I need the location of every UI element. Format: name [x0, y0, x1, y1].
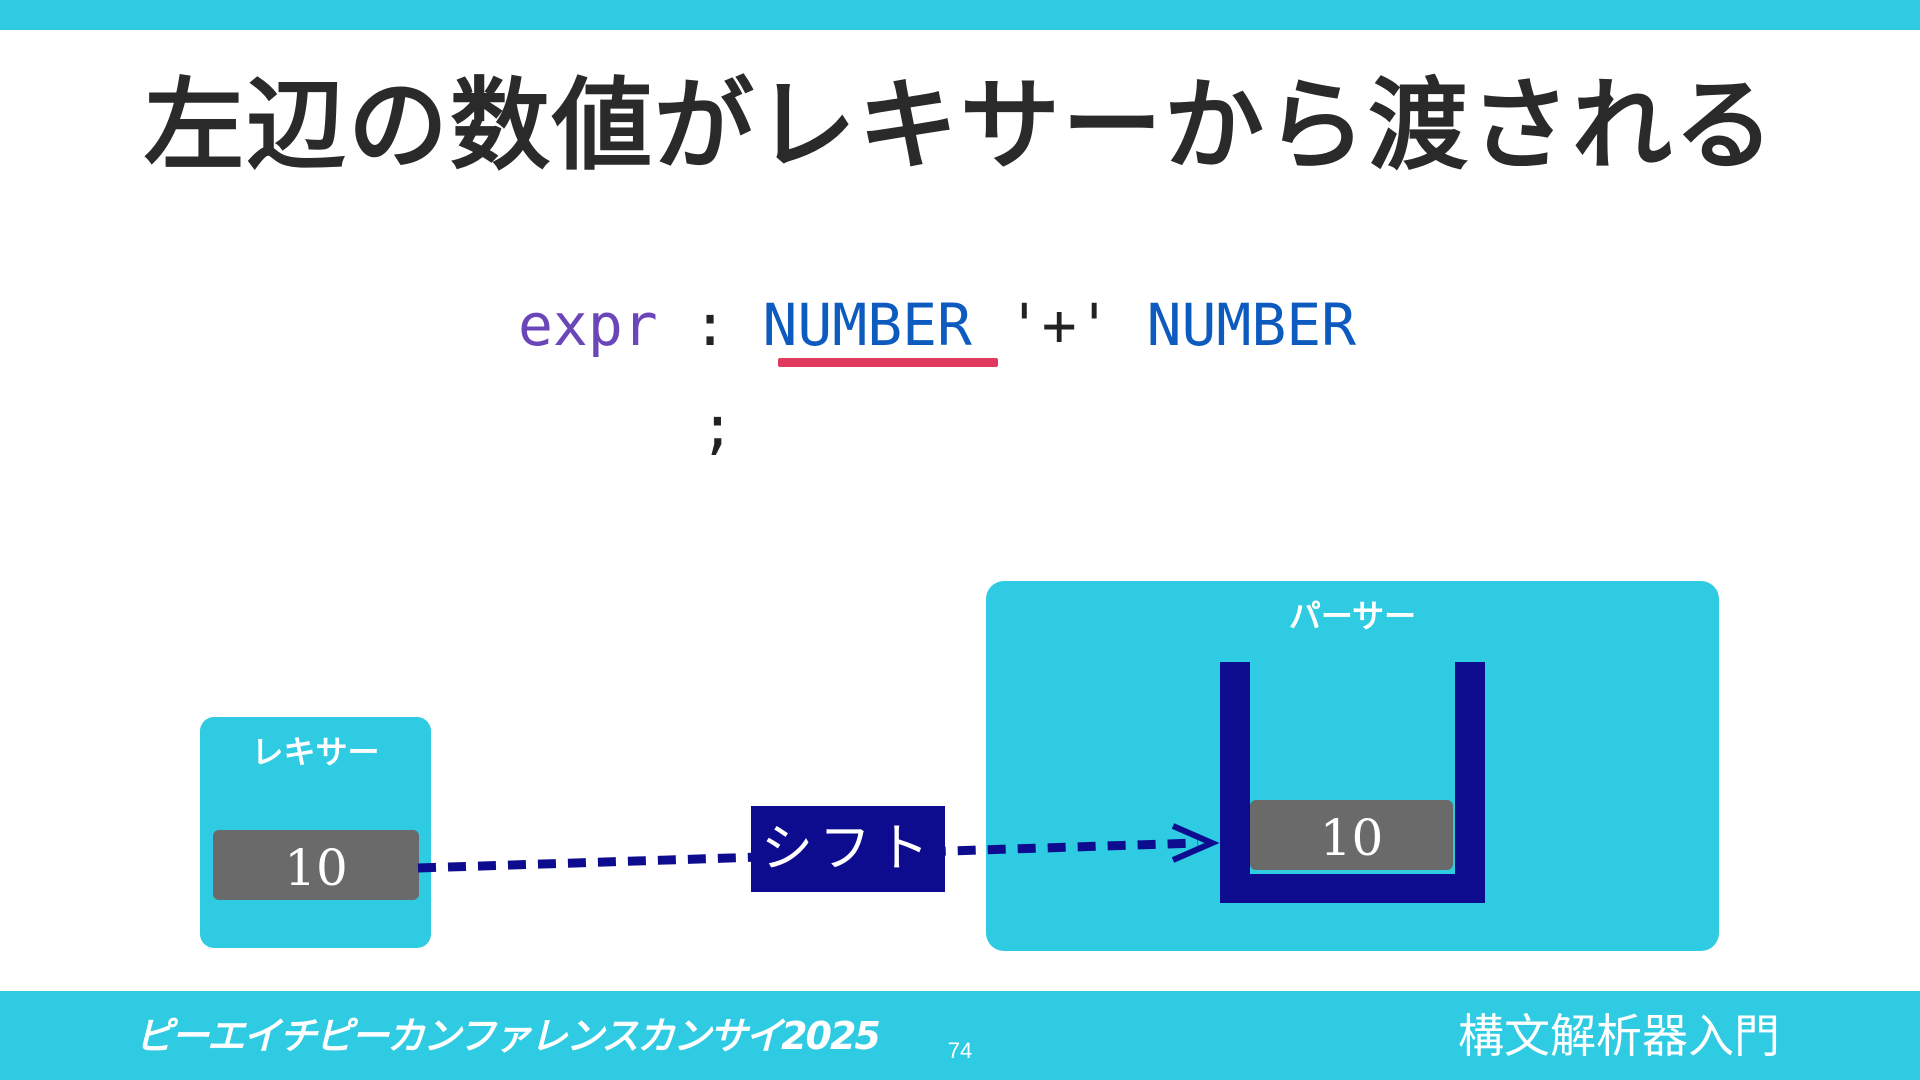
talk-title: 構文解析器入門 — [1458, 1009, 1780, 1063]
slide-title: 左辺の数値がレキサーから渡される — [144, 66, 1776, 184]
code-line-grammar-rule: expr : NUMBER '+' NUMBER — [518, 290, 1356, 360]
stack-wall-right — [1455, 662, 1485, 903]
page-number: 74 — [947, 1038, 973, 1063]
code-keyword-expr: expr — [518, 291, 658, 359]
conference-logo-text: ピーエイチピーカンファレンスカンサイ2025 — [135, 1014, 881, 1058]
highlight-underline — [778, 358, 998, 367]
code-line-semicolon: ; — [700, 393, 735, 461]
stack-token: 10 — [1250, 800, 1453, 870]
shift-label: シフト — [751, 806, 945, 892]
code-plus-literal: '+' — [971, 291, 1147, 359]
lexer-token: 10 — [213, 830, 419, 900]
shift-arrow-head — [1171, 823, 1220, 863]
stack-wall-left — [1220, 662, 1250, 903]
parser-label: パーサー — [1288, 597, 1417, 635]
footer-bar — [0, 991, 1920, 1080]
code-colon: : — [657, 291, 763, 359]
stack-floor — [1220, 874, 1481, 903]
lexer-box: レキサー 10 — [200, 717, 431, 948]
lexer-label: レキサー — [251, 733, 380, 771]
code-token-number-right: NUMBER — [1146, 291, 1357, 359]
code-token-number-left: NUMBER — [762, 291, 972, 359]
top-accent-bar — [0, 0, 1920, 30]
